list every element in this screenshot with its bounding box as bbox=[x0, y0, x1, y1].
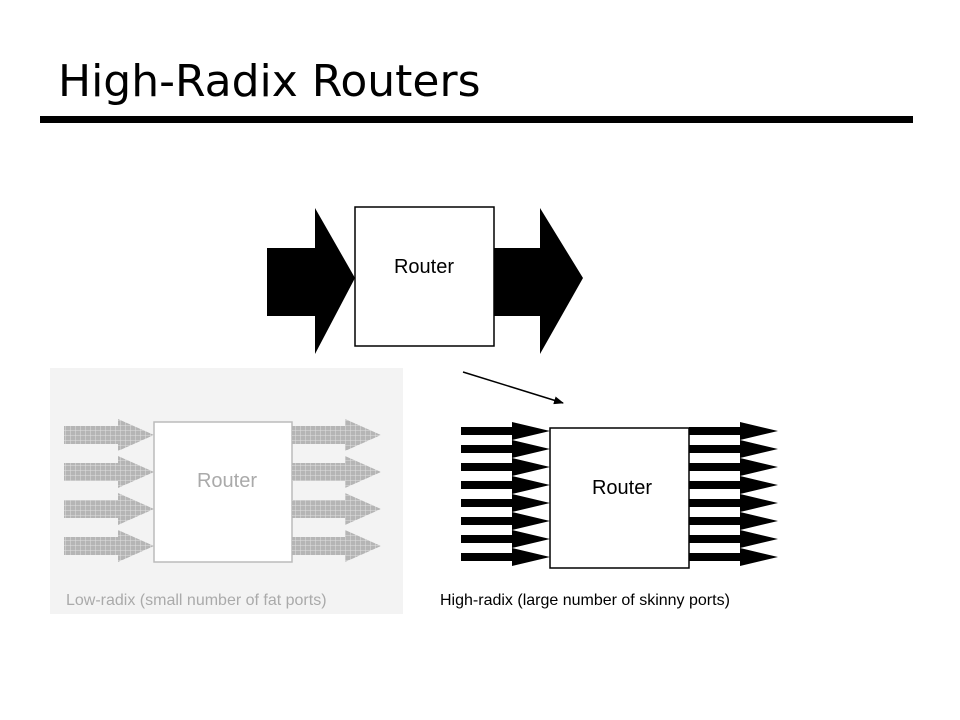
fat-port-arrow bbox=[292, 530, 381, 562]
slide-title: High-Radix Routers bbox=[58, 56, 481, 107]
skinny-port-arrow bbox=[461, 530, 550, 548]
top-router-group: Router bbox=[267, 206, 583, 354]
skinny-port-arrow bbox=[689, 440, 778, 458]
high-radix-input-ports bbox=[461, 422, 550, 566]
fat-output-arrow bbox=[494, 208, 583, 354]
fat-port-arrow bbox=[292, 419, 381, 451]
skinny-port-arrow bbox=[689, 494, 778, 512]
skinny-port-arrow bbox=[461, 548, 550, 566]
high-radix-output-ports bbox=[689, 422, 778, 566]
top-router-box bbox=[354, 206, 495, 347]
fat-port-arrow bbox=[292, 456, 381, 488]
skinny-port-arrow bbox=[461, 512, 550, 530]
low-radix-router-box bbox=[153, 421, 293, 563]
low-radix-group: Router Low-radix (small number of fat po… bbox=[50, 368, 403, 614]
low-radix-caption: Low-radix (small number of fat ports) bbox=[66, 592, 327, 609]
skinny-port-arrow bbox=[461, 476, 550, 494]
skinny-port-arrow bbox=[461, 458, 550, 476]
low-radix-input-ports bbox=[64, 419, 154, 562]
skinny-port-arrow bbox=[461, 494, 550, 512]
high-radix-router-box bbox=[549, 427, 690, 569]
high-radix-router-label: Router bbox=[592, 477, 652, 499]
arrow-to-high-radix bbox=[462, 371, 564, 405]
skinny-port-arrow bbox=[689, 548, 778, 566]
fat-port-arrow bbox=[64, 456, 154, 488]
fat-port-arrow bbox=[64, 493, 154, 525]
fat-input-arrow bbox=[267, 208, 355, 354]
top-router-label: Router bbox=[394, 256, 454, 278]
skinny-port-arrow bbox=[689, 476, 778, 494]
fat-port-arrow bbox=[64, 530, 154, 562]
skinny-port-arrow bbox=[461, 440, 550, 458]
low-radix-output-ports bbox=[292, 419, 381, 562]
high-radix-caption: High-radix (large number of skinny ports… bbox=[440, 592, 730, 609]
fat-port-arrow bbox=[64, 419, 154, 451]
fat-port-arrow bbox=[292, 493, 381, 525]
skinny-port-arrow bbox=[689, 530, 778, 548]
skinny-port-arrow bbox=[689, 512, 778, 530]
skinny-port-arrow bbox=[461, 422, 550, 440]
low-radix-router-label: Router bbox=[197, 470, 257, 492]
skinny-port-arrow bbox=[689, 422, 778, 440]
high-radix-group: Router High-radix (large number of skinn… bbox=[440, 422, 778, 609]
title-underline bbox=[40, 116, 913, 123]
skinny-port-arrow bbox=[689, 458, 778, 476]
